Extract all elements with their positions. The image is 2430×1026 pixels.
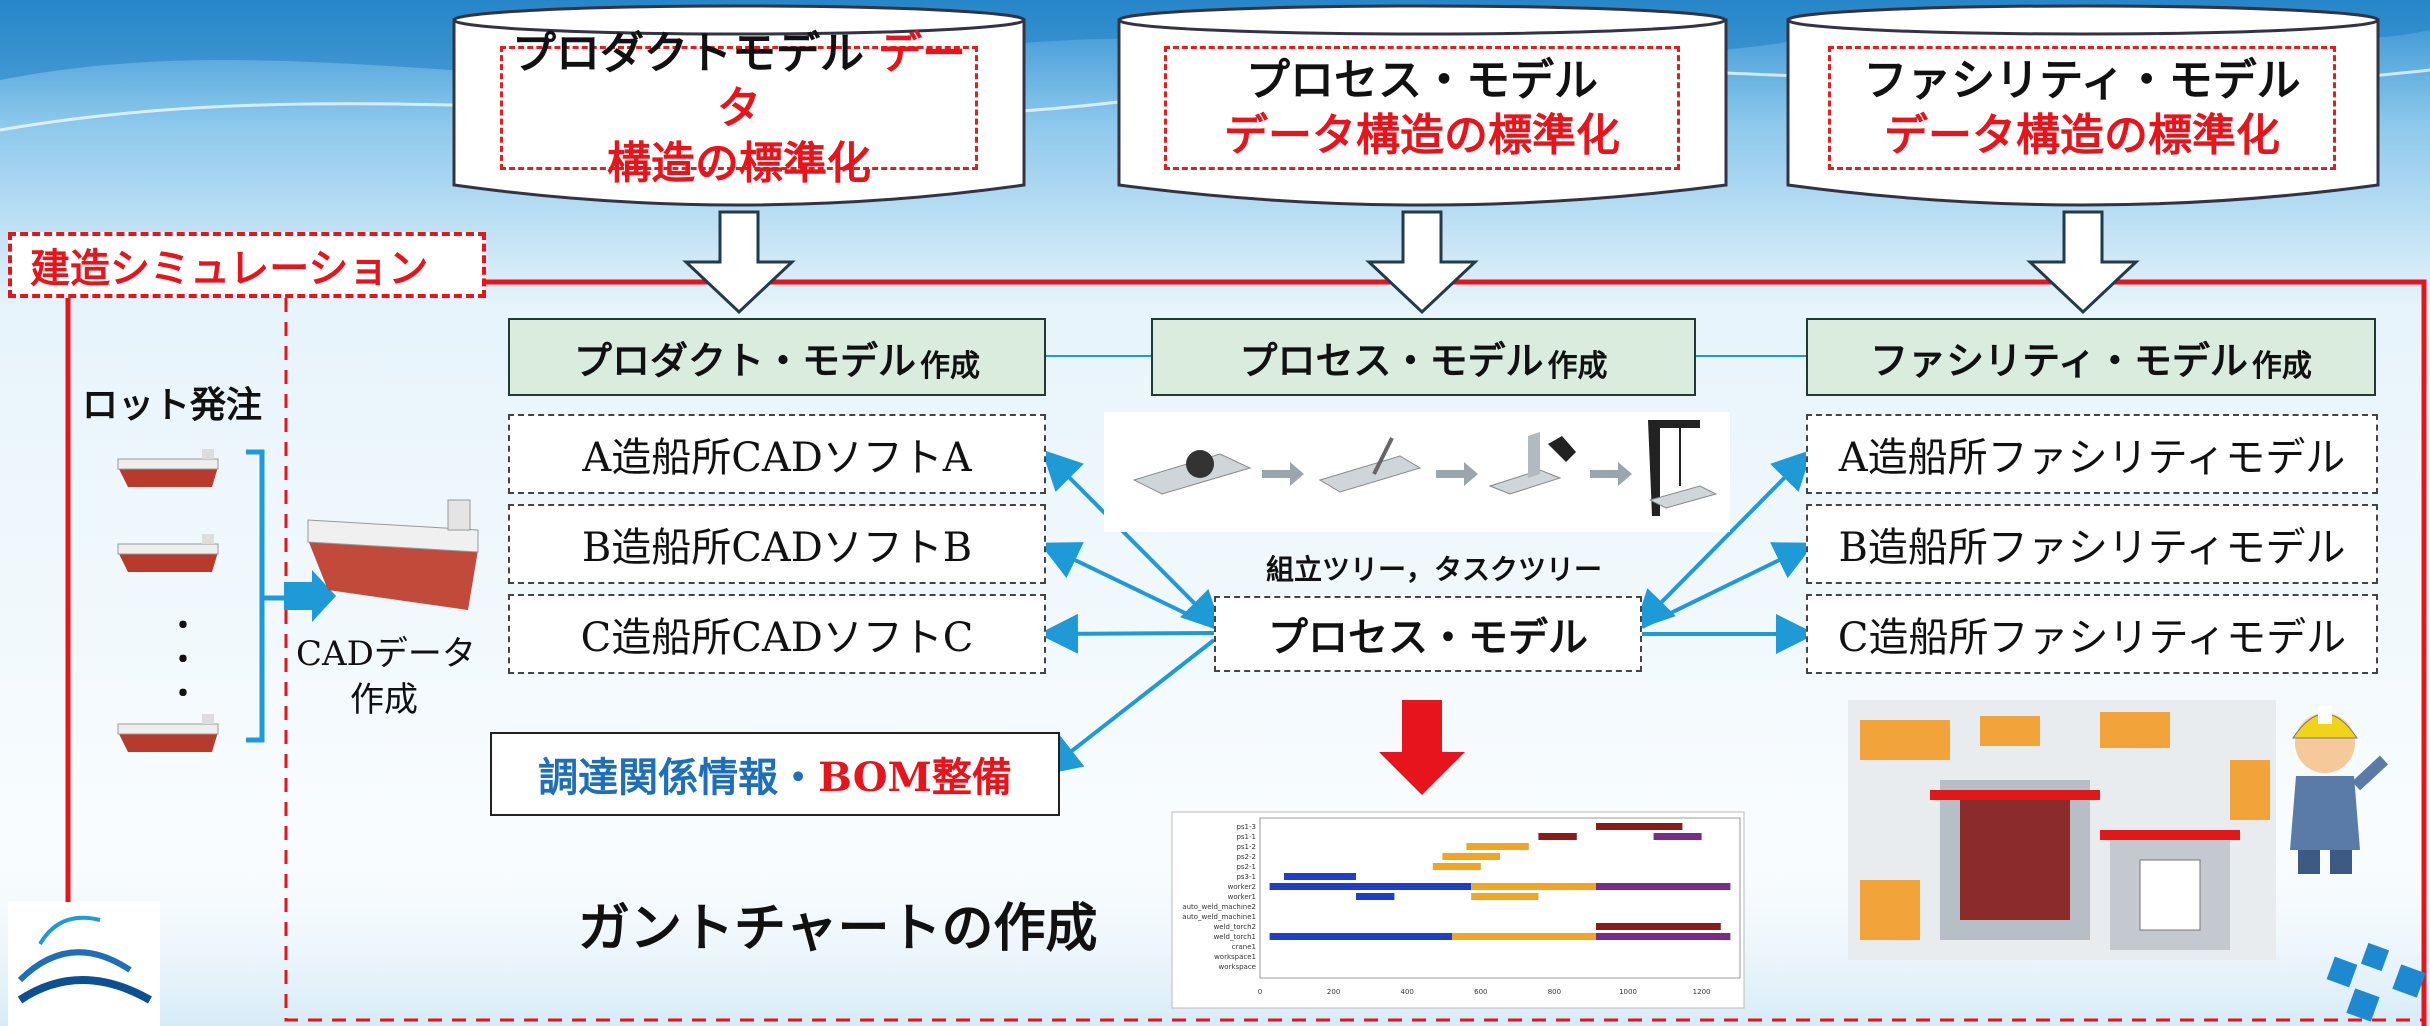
- db-1-line1-red: データ: [717, 27, 966, 134]
- gantt-row-label: worker2: [1228, 883, 1256, 891]
- cad-data-label-line2: 作成: [350, 680, 418, 720]
- gantt-task-bar: [1538, 833, 1577, 840]
- product-model-creation: プロダクト・モデル作成: [508, 318, 1046, 396]
- cad-software-b: B造船所CADソフトB: [508, 504, 1046, 584]
- ship-icons: [117, 449, 479, 752]
- gantt-x-tick: 200: [1327, 988, 1340, 996]
- db-3-line1: ファシリティ・モデル: [1863, 55, 2301, 106]
- gantt-row-label: auto_weld_machine1: [1182, 913, 1256, 921]
- gantt-label: ガントチャートの作成: [578, 898, 1098, 959]
- gantt-row-label: ps1-2: [1236, 843, 1256, 851]
- gantt-row-label: ps1-3: [1236, 823, 1256, 831]
- facility-model-creation: ファシリティ・モデル作成: [1806, 318, 2376, 396]
- db-1-line1-black: プロダクトモデル: [512, 27, 864, 79]
- db-1-line2: 構造の標準化: [607, 137, 871, 189]
- gantt-x-tick: 1200: [1693, 988, 1711, 996]
- gantt-chart: ps1-3 ps1-1 ps1-2 ps2-2 ps2-1 ps3-1 worker2 wor…: [1171, 811, 1745, 1009]
- deco-squares: [2326, 942, 2426, 1022]
- gantt-task-bar: [1471, 883, 1596, 890]
- db-3-line2: データ構造の標準化: [1884, 110, 2280, 161]
- cad-software-c: C造船所CADソフトC: [508, 594, 1046, 674]
- gantt-x-tick: 600: [1474, 988, 1487, 996]
- facility-model-b: B造船所ファシリティモデル: [1806, 504, 2378, 584]
- lot-dots: ・ ・ ・: [168, 609, 198, 712]
- gantt-row-label: workspace1: [1214, 953, 1256, 961]
- gantt-task-bar: [1596, 923, 1721, 930]
- gantt-task-bar: [1269, 933, 1452, 940]
- gantt-row-label: workspace: [1219, 963, 1256, 971]
- gantt-row-label: weld_torch1: [1214, 933, 1256, 941]
- gantt-task-bar: [1452, 933, 1596, 940]
- logo: [8, 902, 160, 1026]
- database-label-product: プロダクトモデルデータ 構造の標準化: [500, 28, 978, 189]
- gantt-row-label: auto_weld_machine2: [1182, 903, 1256, 911]
- gantt-task-bar: [1596, 933, 1731, 940]
- shipyard-illustration: [1848, 700, 2276, 960]
- worker-character: [2290, 706, 2389, 874]
- database-label-facility: ファシリティ・モデル データ構造の標準化: [1828, 46, 2336, 170]
- gantt-task-bar: [1284, 873, 1356, 880]
- gantt-task-bar: [1466, 843, 1529, 850]
- gantt-task-bar: [1356, 893, 1395, 900]
- gantt-x-tick: 800: [1548, 988, 1561, 996]
- gantt-row-label: worker1: [1228, 893, 1256, 901]
- database-label-process: プロセス・モデル データ構造の標準化: [1164, 46, 1680, 170]
- bom-text: BOM整備: [818, 754, 1012, 801]
- lot-order-label: ロット発注: [82, 384, 263, 426]
- gantt-row-label: ps1-1: [1236, 833, 1256, 841]
- process-model-creation: プロセス・モデル作成: [1151, 318, 1696, 396]
- assembly-tree-label: 組立ツリー，タスクツリー: [1266, 553, 1603, 586]
- gantt-row-label: ps3-1: [1236, 873, 1256, 881]
- db-2-line1: プロセス・モデル: [1246, 55, 1598, 106]
- gantt-x-tick: 400: [1401, 988, 1414, 996]
- process-illustration: [1104, 412, 1730, 532]
- gantt-task-bar: [1442, 853, 1500, 860]
- gantt-row-label: ps2-2: [1236, 853, 1256, 861]
- facility-model-a: A造船所ファシリティモデル: [1806, 414, 2378, 494]
- procurement-bom-box: 調達関係情報・BOM整備: [490, 732, 1060, 816]
- cad-data-label-line1: CADデータ: [296, 634, 476, 674]
- gantt-row-label: ps2-1: [1236, 863, 1256, 871]
- process-model-center: プロセス・モデル: [1214, 596, 1642, 672]
- db-2-line2: データ構造の標準化: [1224, 110, 1620, 161]
- gantt-task-bar: [1596, 883, 1731, 890]
- facility-model-c: C造船所ファシリティモデル: [1806, 594, 2378, 674]
- gantt-task-bar: [1269, 883, 1472, 890]
- gantt-task-bar: [1432, 863, 1481, 870]
- gantt-task-bar: [1596, 823, 1683, 830]
- procurement-text: 調達関係情報・: [538, 754, 819, 801]
- gantt-x-tick: 0: [1258, 988, 1262, 996]
- cad-software-a: A造船所CADソフトA: [508, 414, 1046, 494]
- gantt-task-bar: [1471, 893, 1539, 900]
- gantt-row-label: crane1: [1232, 943, 1256, 951]
- simulation-label: 建造シミュレーション: [8, 232, 486, 298]
- gantt-row-label: weld_torch2: [1214, 923, 1256, 931]
- gantt-x-tick: 1000: [1619, 988, 1637, 996]
- gantt-task-bar: [1653, 833, 1702, 840]
